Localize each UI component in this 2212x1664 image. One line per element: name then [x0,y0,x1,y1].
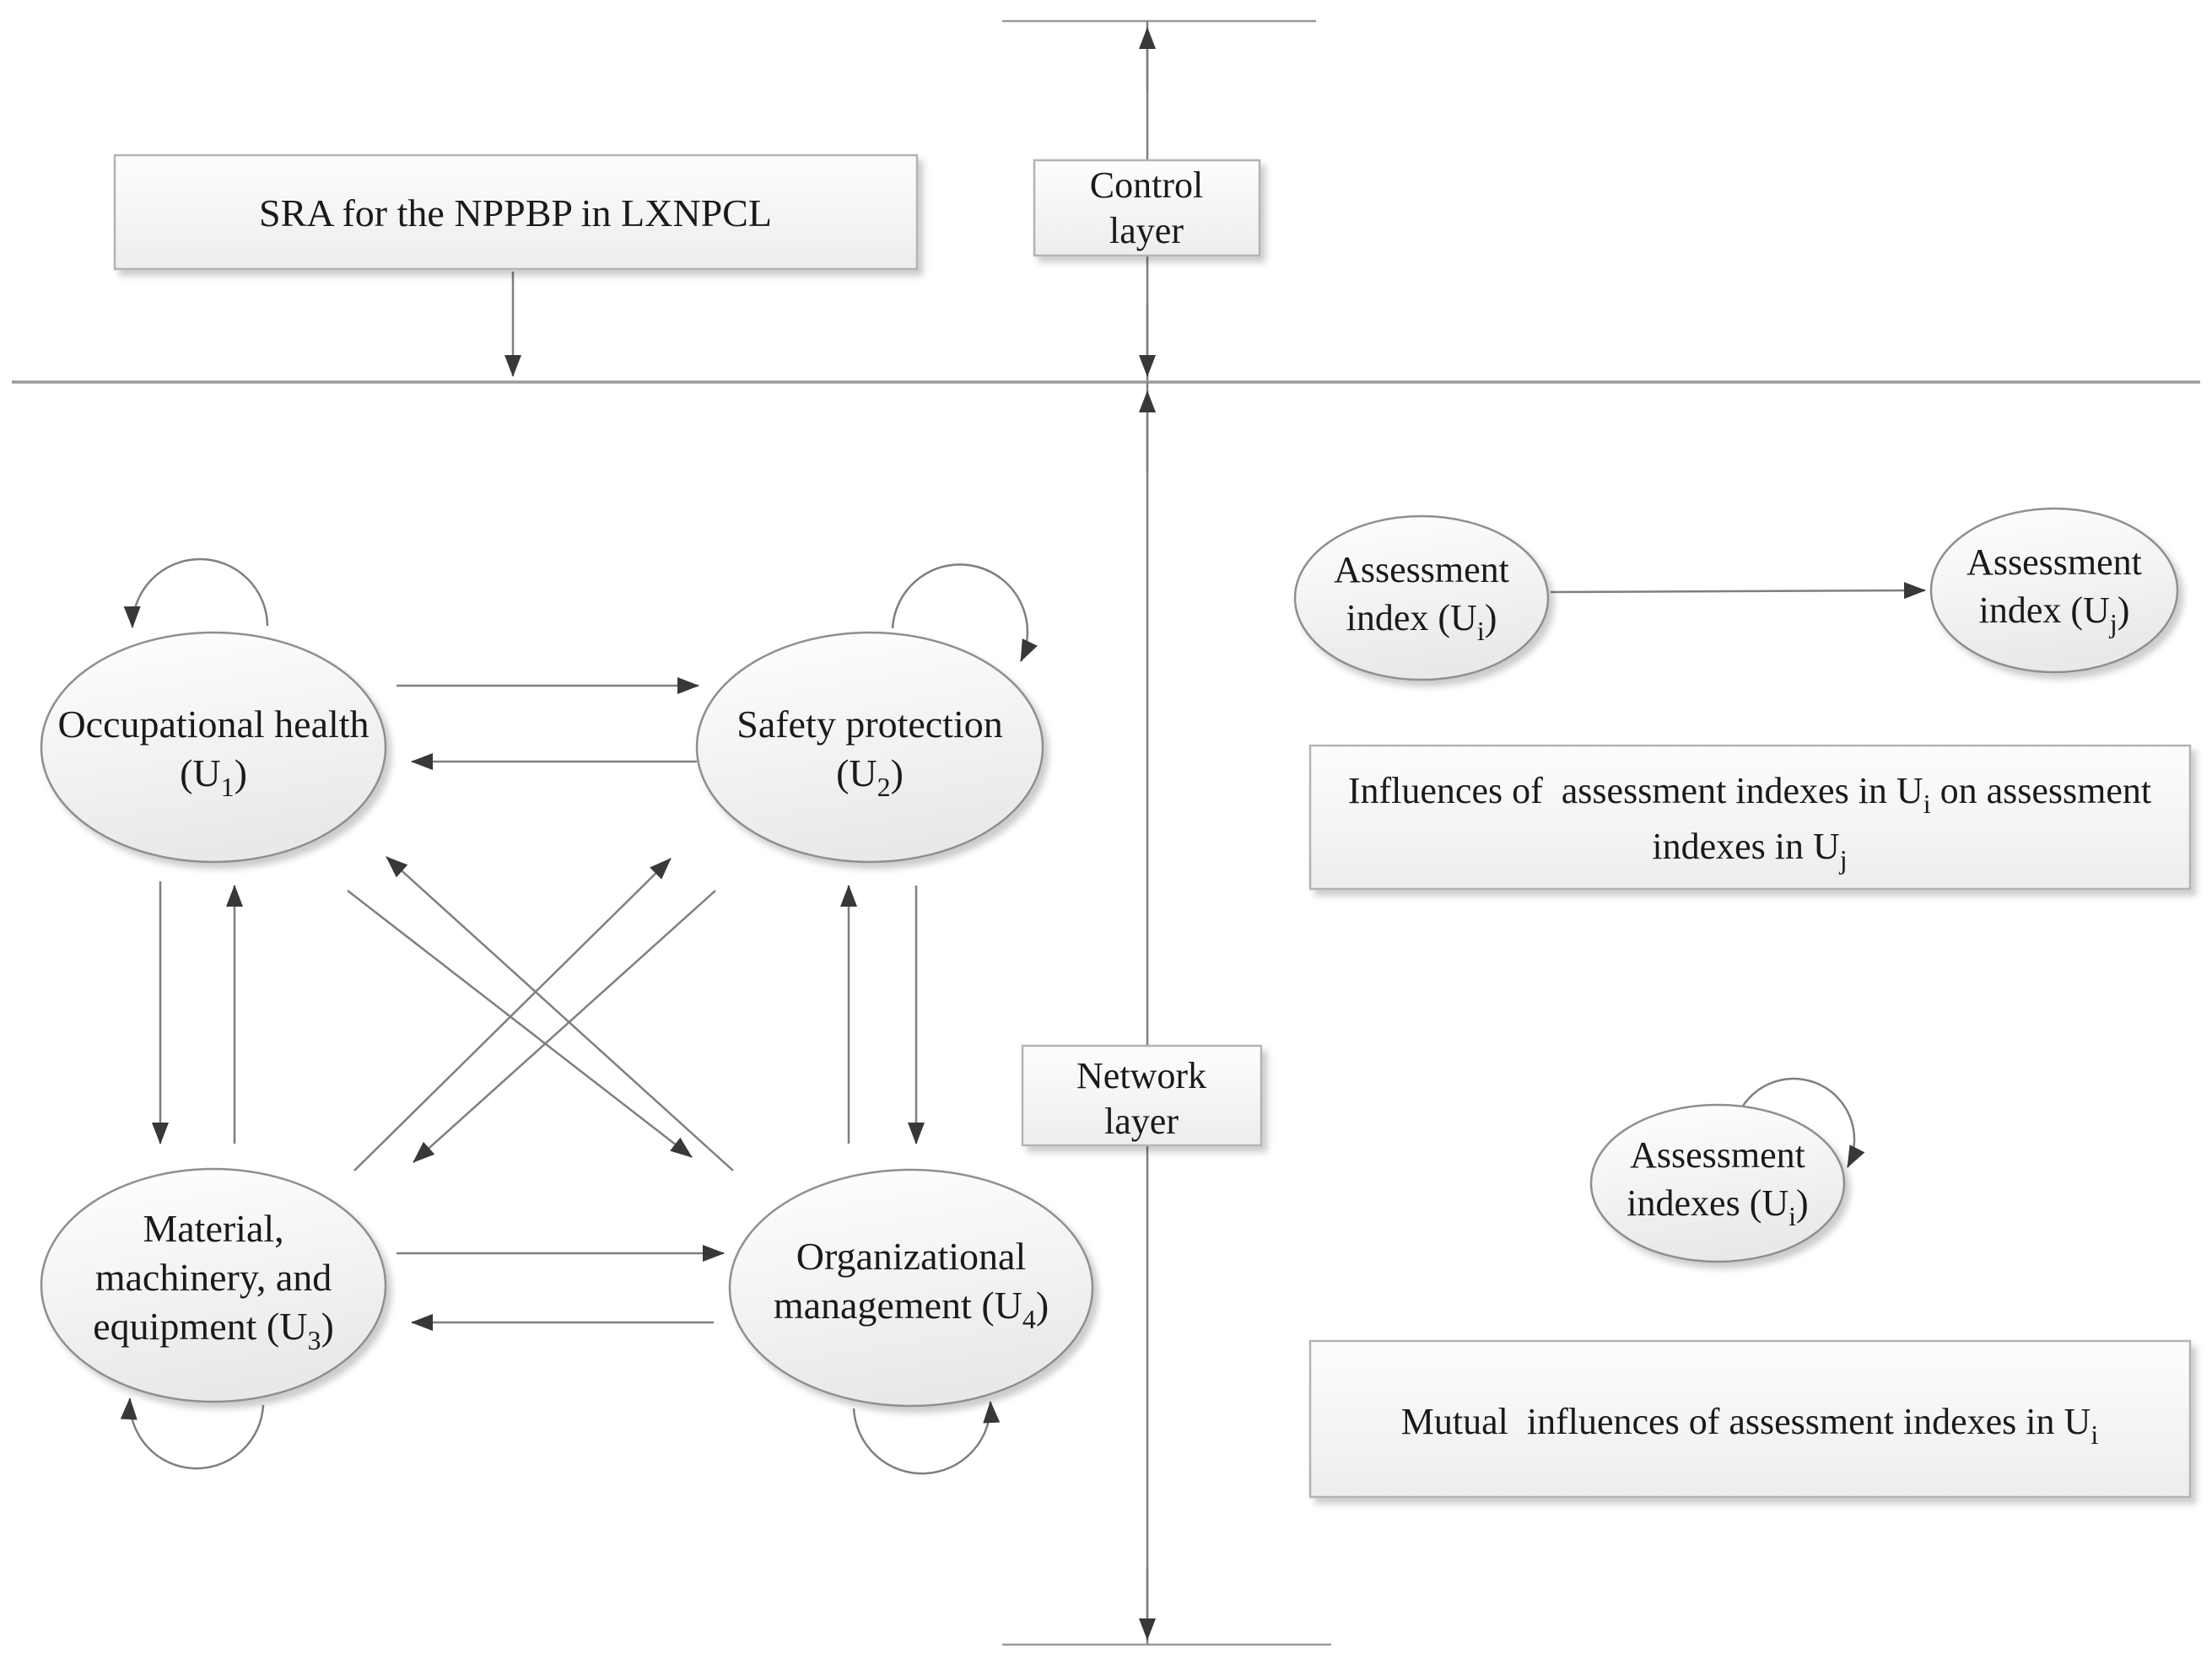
self-loop-u4 [852,1401,1001,1475]
network-layer-box [1021,1044,1263,1147]
arrow-u3-to-u2 [353,858,672,1171]
arrow-u4-to-u1 [386,856,734,1171]
legend-influences-text: Influences of assessment indexes in Ui o… [1348,770,2151,875]
node-organizational-management [728,1168,1094,1408]
legend-self-loop [1738,1077,1865,1168]
legend-influence-arrow [1550,582,1926,600]
sra-title-label: SRA for the NPPBP in LXNPCL [259,191,772,234]
legend-node-index-i [1293,514,1550,681]
legend-node-indexes-i [1589,1103,1846,1263]
node-occupational-health [40,631,387,864]
node-label-u1: Occupational health(U1) [57,703,369,802]
arrow-u2-to-u3 [413,890,716,1163]
self-loop-u2 [891,563,1038,662]
node-label-u2: Safety protection(U2) [736,703,1003,802]
self-loop-u1 [123,557,269,628]
legend-mutual-box [1308,1339,2192,1499]
sra-title-box [113,153,919,271]
node-material-machinery-equipment [40,1167,387,1403]
arrow-u1-to-u4 [347,890,693,1158]
control-layer-box [1033,159,1261,257]
legend-influences-box [1308,744,2192,891]
self-loop-u3 [120,1397,265,1470]
legend-mutual-text: Mutual influences of assessment indexes … [1401,1401,2099,1450]
node-safety-protection [695,631,1044,864]
legend-node-index-j [1929,507,2179,674]
